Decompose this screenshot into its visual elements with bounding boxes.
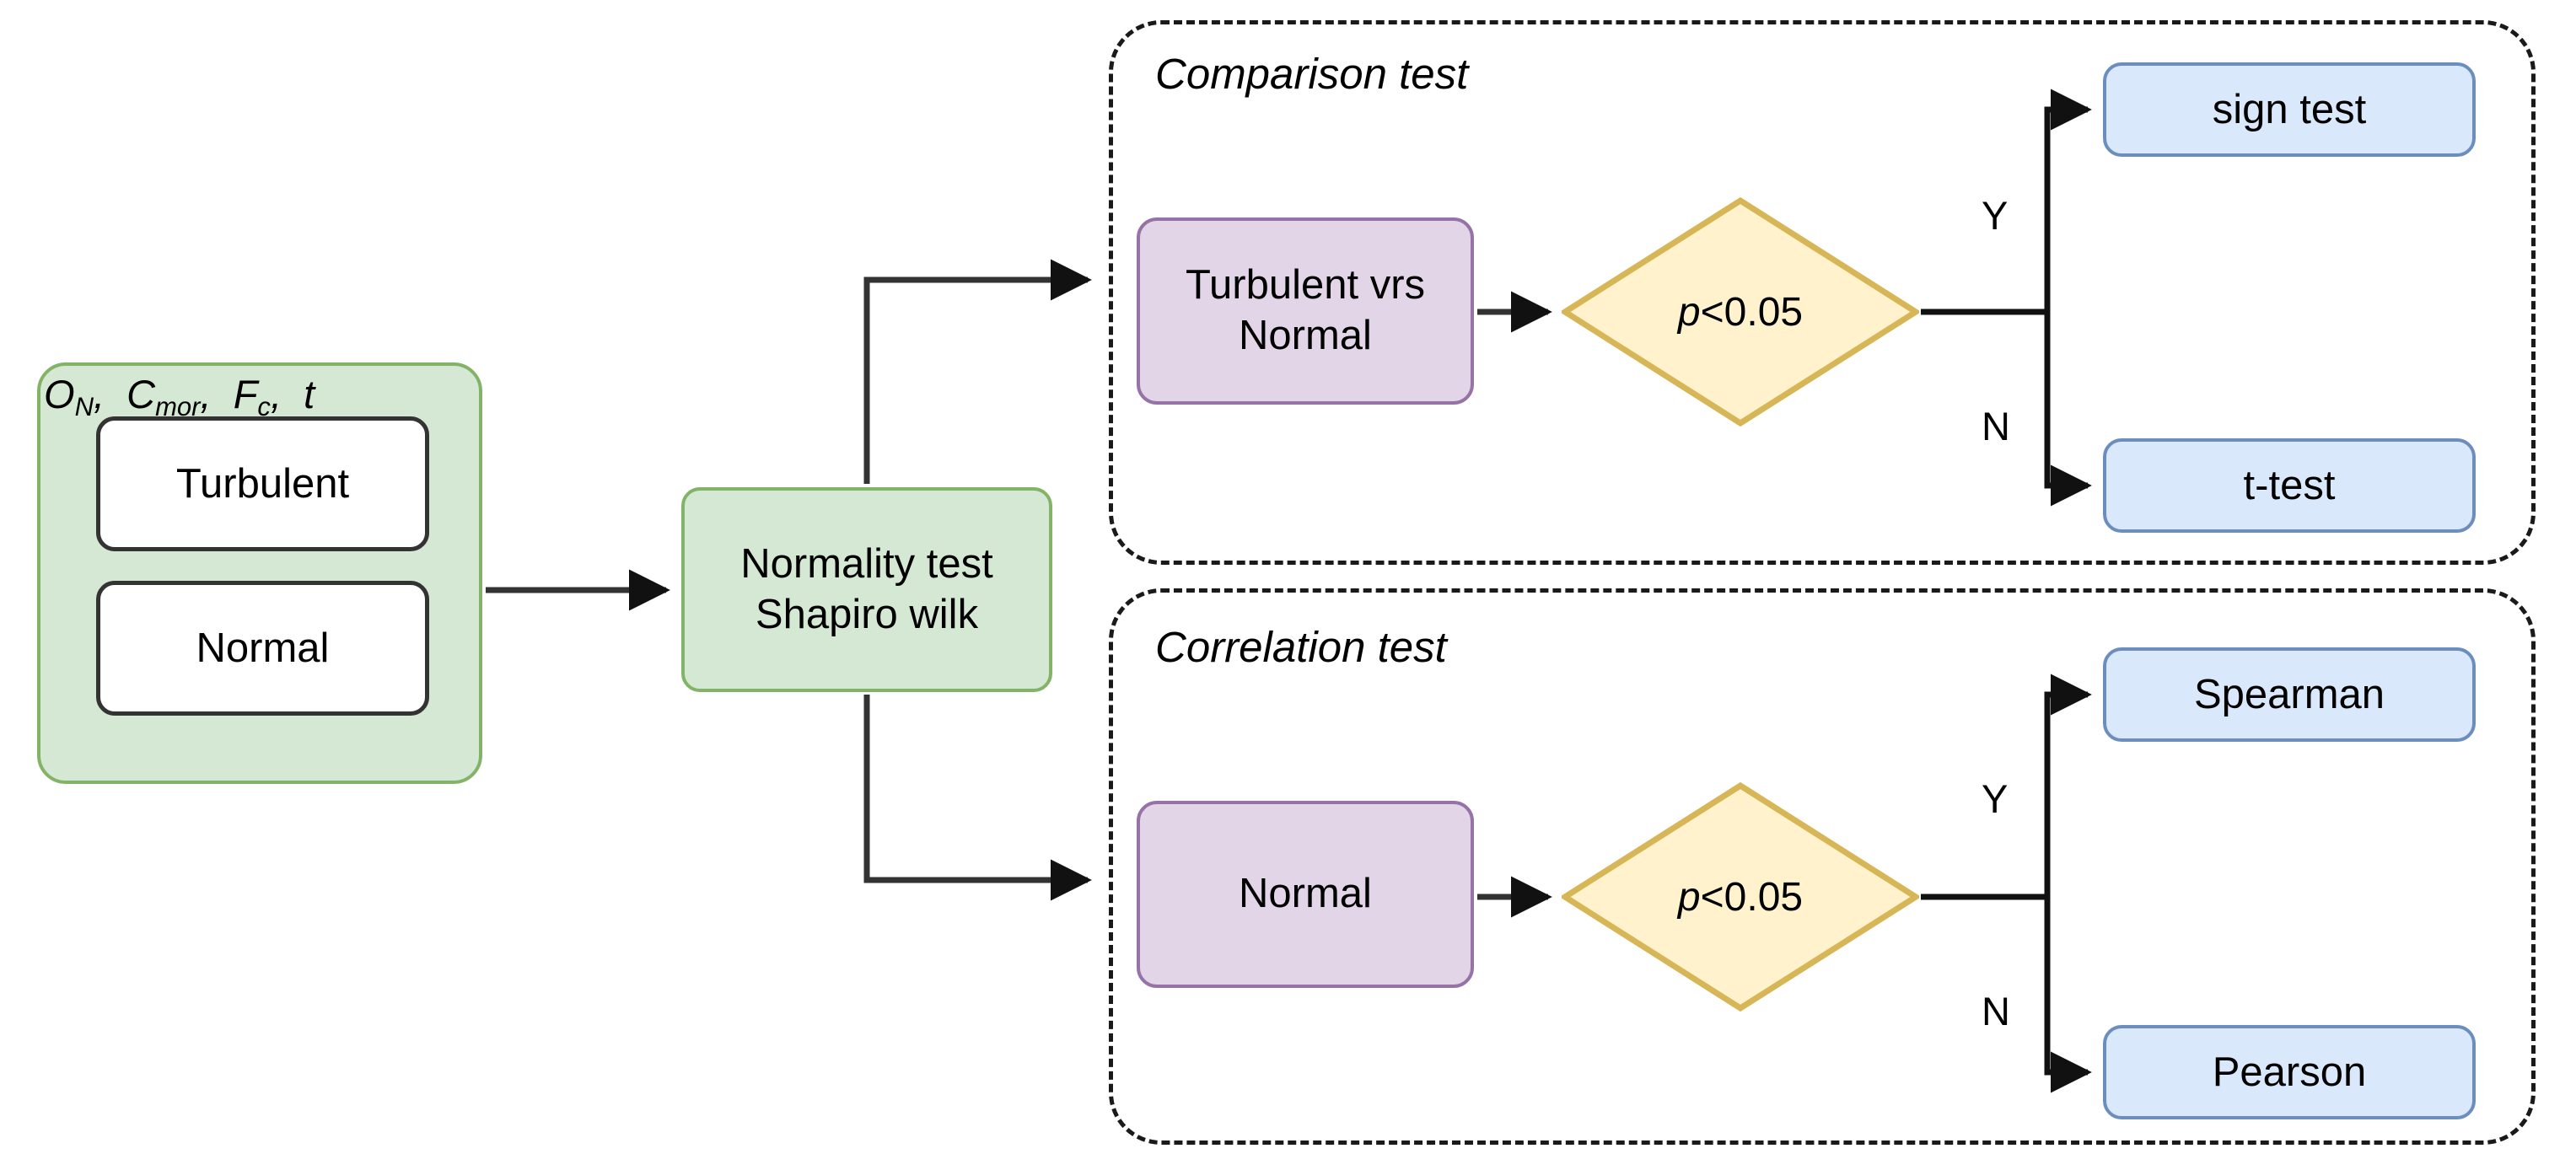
correlation-process-line-1: Normal	[1239, 871, 1372, 917]
result-box-sign-test[interactable]: sign test	[2103, 62, 2476, 157]
correlation-decision-rest: <0.05	[1700, 874, 1804, 920]
input-box-normal[interactable]: Normal	[96, 581, 429, 716]
correlation-decision-label: p<0.05	[1562, 782, 1919, 1012]
correlation-decision-diamond[interactable]: p<0.05	[1562, 782, 1919, 1012]
comparison-decision-diamond[interactable]: p<0.05	[1562, 197, 1919, 427]
correlation-test-title: Correlation test	[1155, 623, 1447, 671]
correlation-test-container	[1109, 588, 2536, 1145]
result-box-pearson[interactable]: Pearson	[2103, 1025, 2476, 1119]
diamond-shape-icon	[1562, 782, 1919, 1012]
comparison-decision-rest: <0.05	[1700, 289, 1804, 335]
normality-line-2: Shapiro wilk	[755, 591, 979, 637]
input-variables-label: ON, Cmor, Fc, t	[44, 371, 315, 422]
variable-on: ON,	[44, 372, 105, 422]
comparison-test-title: Comparison test	[1155, 50, 1469, 98]
result-box-t-test[interactable]: t-test	[2103, 438, 2476, 533]
comparison-process-box[interactable]: Turbulent vrs Normal	[1137, 217, 1474, 405]
normality-test-box[interactable]: Normality test Shapiro wilk	[681, 487, 1052, 692]
correlation-process-box[interactable]: Normal	[1137, 801, 1474, 988]
edge-normality-to-correlation	[863, 695, 1092, 901]
normality-line-1: Normality test	[740, 540, 993, 587]
variable-fc: Fc,	[222, 372, 282, 422]
comparison-decision-prefix: p	[1677, 289, 1701, 335]
correlation-branch-label-no: N	[1982, 989, 2010, 1033]
correlation-decision-prefix: p	[1677, 874, 1701, 920]
input-data-group: Turbulent Normal	[37, 362, 482, 784]
diamond-shape-icon	[1562, 197, 1919, 427]
comparison-process-line-1: Turbulent vrs	[1185, 262, 1426, 309]
variable-cmor: Cmor,	[116, 372, 212, 422]
input-box-turbulent[interactable]: Turbulent	[96, 416, 429, 551]
result-box-spearman[interactable]: Spearman	[2103, 647, 2476, 742]
correlation-branch-label-yes: Y	[1982, 776, 2009, 821]
comparison-branch-label-no: N	[1982, 404, 2010, 448]
comparison-test-container	[1109, 20, 2536, 565]
variable-t: t	[293, 372, 315, 416]
comparison-decision-label: p<0.05	[1562, 197, 1919, 427]
comparison-process-line-2: Normal	[1239, 313, 1372, 358]
comparison-branch-label-yes: Y	[1982, 193, 2009, 238]
edge-normality-to-comparison	[863, 259, 1092, 484]
